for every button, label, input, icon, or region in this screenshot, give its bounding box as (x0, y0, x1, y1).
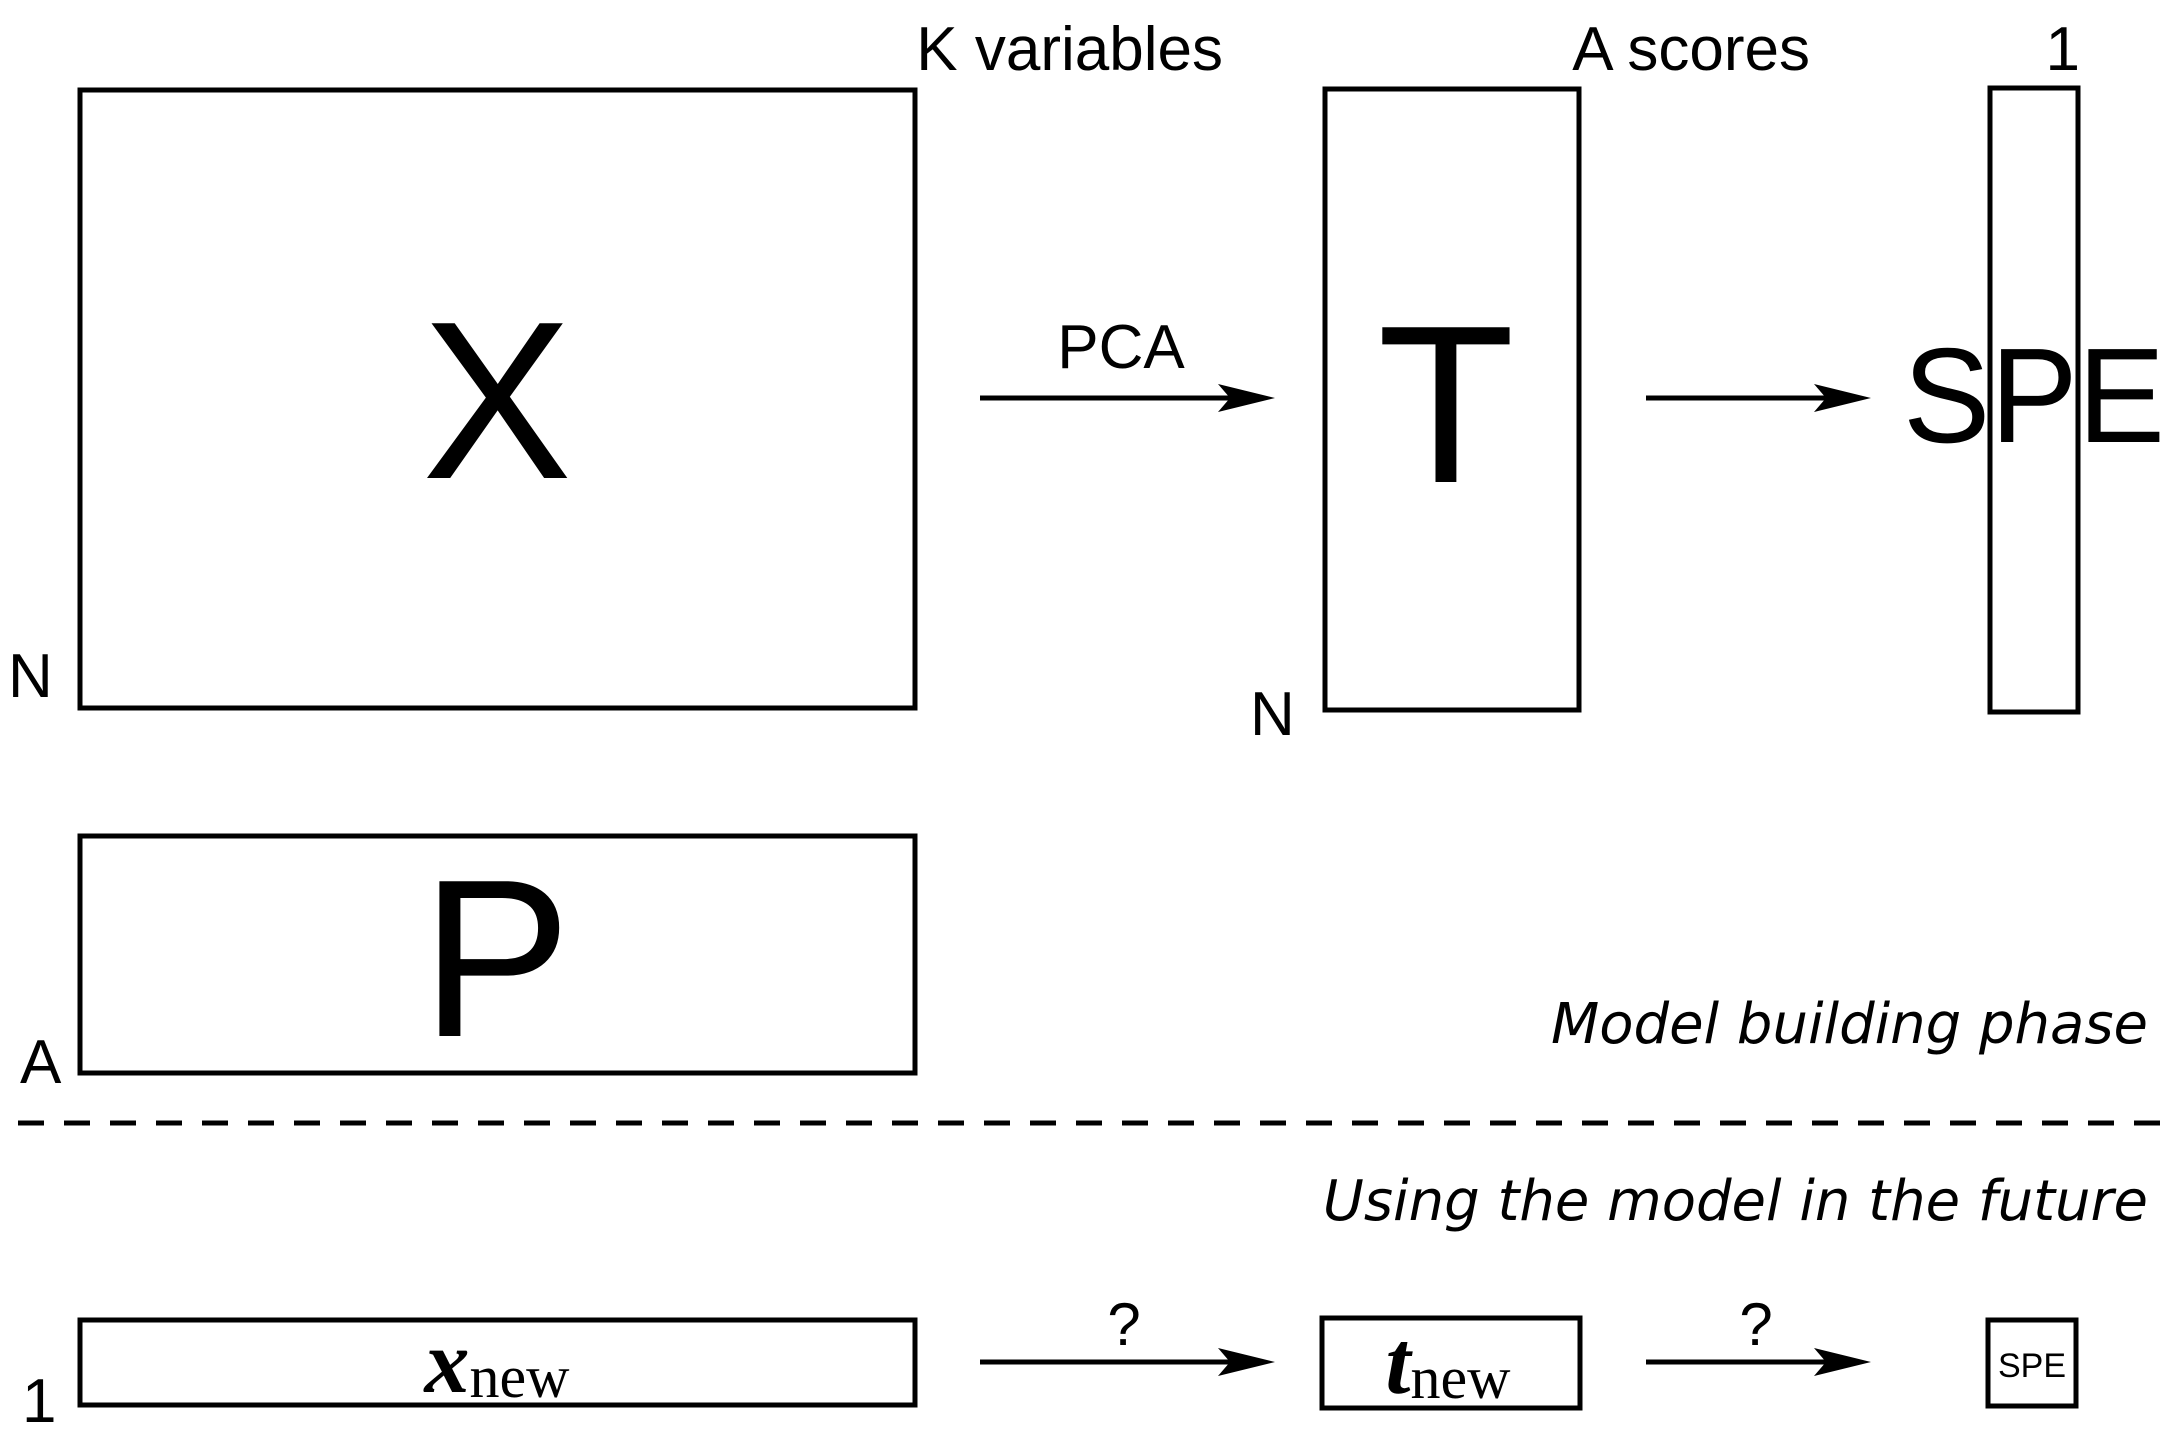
x-matrix-box (77, 87, 918, 711)
x-new-main: x (423, 1313, 470, 1412)
p-rows-label: A (20, 1028, 62, 1097)
question-arrow-1-head (1218, 1348, 1275, 1376)
spe-column-box (1987, 85, 2081, 715)
x-new-subscript: new (470, 1344, 571, 1410)
question-arrow-2-head (1814, 1348, 1871, 1376)
pca-label: PCA (1057, 313, 1185, 382)
x-new-box (77, 1317, 918, 1408)
using-model-phase-label: Using the model in the future (1323, 1169, 2148, 1234)
t-new-subscript: new (1411, 1345, 1512, 1411)
t-new-box (1319, 1315, 1583, 1411)
t-new-main: t (1386, 1314, 1414, 1413)
x-new-rows-label: 1 (22, 1367, 56, 1436)
t-rows-label: N (1250, 680, 1295, 749)
spe-arrow-head (1814, 384, 1871, 412)
a-scores-label: A scores (1572, 15, 1810, 84)
spe-new-box (1985, 1317, 2079, 1409)
pca-arrow-head (1218, 384, 1275, 412)
k-variables-label: K variables (916, 15, 1223, 84)
spe-one-label: 1 (2046, 15, 2080, 84)
p-matrix-box (77, 833, 918, 1076)
x-matrix-symbol: X (422, 274, 572, 526)
t-matrix-symbol: T (1377, 278, 1514, 530)
question-mark-2: ? (1739, 1291, 1772, 1358)
spe-new-symbol: SPE (1998, 1347, 2066, 1385)
t-matrix-box (1322, 86, 1582, 713)
spe-symbol: SPE (1903, 320, 2165, 471)
x-rows-label: N (8, 642, 53, 711)
question-mark-1: ? (1107, 1291, 1140, 1358)
model-building-phase-label: Model building phase (1551, 992, 2148, 1057)
t-new-symbol: tnew (1386, 1314, 1512, 1413)
x-new-symbol: xnew (423, 1313, 571, 1412)
p-matrix-symbol: P (421, 832, 571, 1084)
